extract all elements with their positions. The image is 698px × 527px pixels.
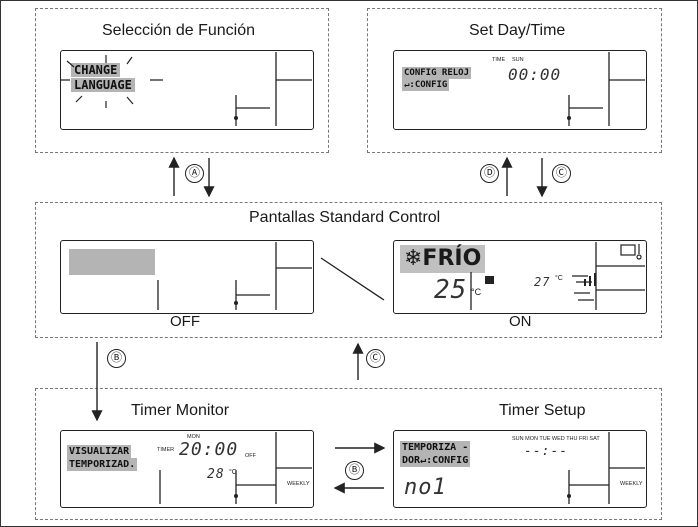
- config-reloj-screen: CONFIG RELOJ ↵:CONFIG TIME SUN 00:00: [393, 50, 647, 130]
- marker-b-bottom: Ⓑ: [345, 461, 364, 480]
- monitor-off-label: OFF: [245, 453, 256, 459]
- on-caption: ON: [509, 313, 532, 330]
- program-number: no1: [404, 475, 447, 500]
- temporiza-line1: TEMPORIZA -: [400, 441, 471, 454]
- timer-setup-screen: TEMPORIZA - DOR↵:CONFIG SUN MON TUE WED …: [393, 430, 647, 508]
- monitor-clock: 20:00: [179, 439, 239, 460]
- monitor-temp-unit: °C: [229, 469, 237, 476]
- change-language-line1: CHANGE: [71, 63, 121, 77]
- marker-c-mid: Ⓒ: [366, 349, 385, 368]
- function-select-title: Selección de Función: [102, 22, 255, 39]
- set-day-time-title: Set Day/Time: [469, 22, 566, 39]
- on-screen: ❄FRÍO 25 °C 27 °C: [393, 240, 647, 314]
- room-temperature: 27: [534, 275, 551, 289]
- clock-display: 00:00: [508, 65, 562, 84]
- off-caption: OFF: [170, 313, 200, 330]
- visualizar-line1: VISUALIZAR: [67, 445, 132, 458]
- change-language-line2: LANGUAGE: [71, 78, 135, 92]
- monitor-weekly-label: WEEKLY: [287, 481, 310, 487]
- timer-monitor-screen: VISUALIZAR TEMPORIZAD. TIMER MON 20:00 O…: [60, 430, 314, 508]
- monitor-day-label: MON: [187, 434, 200, 440]
- temporiza-line2: DOR↵:CONFIG: [400, 454, 471, 467]
- marker-a: Ⓐ: [185, 164, 204, 183]
- time-label: TIME: [492, 57, 506, 63]
- set-day-time-box: [367, 8, 662, 153]
- set-temp-unit: °C: [471, 287, 482, 297]
- day-label: SUN: [512, 57, 524, 63]
- standard-control-title: Pantallas Standard Control: [249, 209, 441, 226]
- timer-label: TIMER: [157, 447, 175, 453]
- config-reloj-line1: CONFIG RELOJ: [402, 67, 472, 79]
- config-reloj-line2: ↵:CONFIG: [402, 79, 450, 91]
- set-temperature: 25: [434, 275, 468, 305]
- setup-clock: --:--: [524, 444, 569, 459]
- marker-b-left: Ⓑ: [107, 349, 126, 368]
- marker-c-top: Ⓒ: [552, 164, 571, 183]
- visualizar-line2: TEMPORIZAD.: [67, 458, 138, 471]
- cool-mode-text: ❄FRÍO: [400, 245, 486, 273]
- marker-d: Ⓓ: [480, 164, 499, 183]
- off-highlight-block: [69, 249, 155, 275]
- monitor-temperature: 28: [207, 467, 225, 482]
- timer-setup-title: Timer Setup: [499, 402, 586, 419]
- weekday-labels: SUN MON TUE WED THU FRI SAT: [512, 436, 600, 442]
- timer-box: [35, 388, 662, 520]
- change-language-screen: CHANGE LANGUAGE: [60, 50, 314, 130]
- timer-monitor-title: Timer Monitor: [131, 402, 230, 419]
- room-temp-unit: °C: [555, 275, 563, 282]
- setup-weekly-label: WEEKLY: [620, 481, 643, 487]
- off-screen: [60, 240, 314, 314]
- function-select-box: [35, 8, 329, 153]
- standard-control-box: [35, 202, 662, 338]
